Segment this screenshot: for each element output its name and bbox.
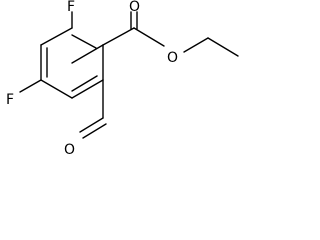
ethyl-bond-2 [207,37,239,57]
ester-oxygen-label: O [167,50,178,66]
aldehyde-double-bond-a [79,117,104,133]
ester-carbon-bond [102,27,135,46]
ring-bond-bottom-right [71,79,104,99]
ring-bond-top-left [40,27,73,46]
ring-bond-bottom-left [40,79,73,99]
ring-bond-top [71,44,104,64]
chemical-structure-diagram: F F O O O [6,0,239,158]
fluorine-left-bond [19,79,42,93]
aldehyde-double-bond-b [82,123,107,139]
ring-double-bond-inner-2 [71,75,98,92]
ring-double-bond-inner-1 [71,34,97,49]
ester-oxygen-bond [133,27,165,47]
fluorine-top-label: F [67,0,75,15]
carbonyl-oxygen-label: O [129,0,140,15]
ethyl-bond-1 [183,37,209,53]
aldehyde-oxygen-label: O [64,142,75,158]
fluorine-left-label: F [6,92,14,108]
